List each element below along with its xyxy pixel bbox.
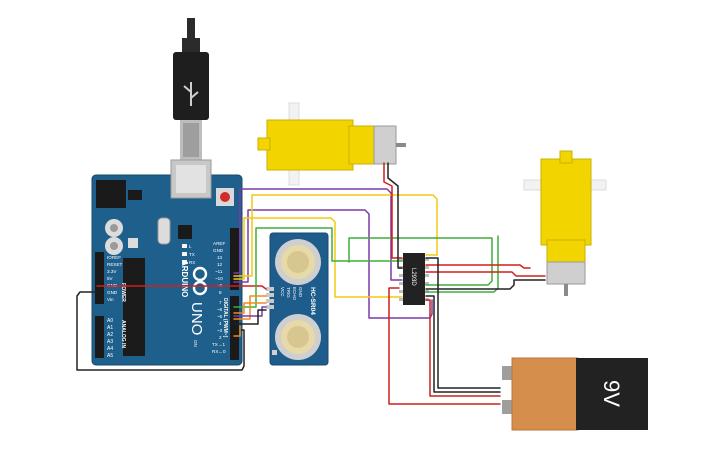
wire-orange-3[interactable] [233,325,241,337]
wire-motor2-black[interactable] [425,279,546,290]
arduino-logo-text: ARDUINO [180,260,189,297]
pin-label-12: 12 [217,262,223,267]
wire-motor1-black[interactable] [387,162,403,269]
pin-label-3v3: 3.3V [107,269,117,274]
wire-orange-1[interactable] [233,302,267,314]
pin-label-13: 13 [217,255,223,260]
wire-purple-sensor[interactable] [233,306,267,317]
wire-battery-red-2[interactable] [425,299,501,397]
reset-button[interactable] [220,192,230,202]
led-label-tx: TX [189,252,195,257]
wire-purple[interactable] [233,188,403,281]
wire-motor1-red[interactable] [383,162,403,259]
wire-5v[interactable] [96,285,267,290]
pin-label-a5: A5 [107,353,113,359]
pin-label-reset: RESET [107,262,123,267]
ultrasonic-sensor[interactable]: VCC TRIG ECHO GND HC-SR04 [266,232,329,366]
wire-gnd-loop[interactable] [76,291,245,371]
pin-label-2: 2 [219,335,222,340]
pin-label-8: 8 [219,290,222,295]
led-label-l: L [189,244,192,249]
digital-header-bottom[interactable] [230,296,239,360]
pin-label-3: ~3 [217,328,223,333]
pin-label-rx: RX←0 [212,349,226,354]
analog-header[interactable] [95,316,104,358]
wire-battery-black-1[interactable] [425,257,501,389]
on-label: ON [193,340,198,347]
wire-gnd-sensor[interactable] [233,309,267,325]
battery-label: 9V [599,380,624,407]
pin-label-a1: A1 [107,325,113,331]
sensor-transducer-2 [275,314,321,360]
pin-label-gnd3: GND [213,248,224,253]
pin-label-a3: A3 [107,339,113,345]
arduino-logo-icon [192,266,208,296]
pin-label-aref: AREF [213,241,225,246]
sensor-pin-vcc: VCC [280,287,285,297]
wire-yellow-2[interactable] [233,217,403,298]
dc-motor-1[interactable] [257,102,406,186]
pin-label-a2: A2 [107,332,113,338]
sensor-transducer-1 [275,239,321,285]
wire-purple-2[interactable] [233,209,433,319]
pin-label-vin: Vin [107,297,114,302]
wire-green-3[interactable] [348,237,361,263]
wire-motor2-red[interactable] [425,271,546,277]
wires [76,162,546,405]
wire-green-4[interactable] [425,235,499,293]
pin-label-4: 4 [219,321,222,326]
analog-header-label: ANALOG IN [120,320,126,348]
pin-label-ioref: IOREF [107,255,121,260]
pin-label-5: ~5 [217,314,223,319]
wire-yellow-1[interactable] [233,194,438,277]
digital-header-label: DIGITAL (PWM~) [222,298,228,338]
usb-icon [183,82,199,106]
pin-label-6: ~6 [217,307,223,312]
pin-label-10: ~10 [215,276,223,281]
pin-label-a4: A4 [107,346,113,352]
battery-9v[interactable]: 9V [502,357,648,431]
pin-label-11: ~11 [215,269,223,274]
pin-label-7: 7 [219,300,222,305]
driver-chip-label: L293D [410,268,416,286]
dc-motor-2[interactable] [523,150,607,296]
arduino-model-text: UNO [188,302,205,335]
wire-green-1[interactable] [233,227,403,308]
digital-header-top[interactable] [230,228,239,290]
pin-label-a0: A0 [107,318,113,324]
usb-cable [173,18,209,160]
wire-orange-2[interactable] [233,295,267,320]
sensor-pin-trig: TRIG [286,287,291,298]
sensor-pin-echo: ECHO [292,287,297,301]
power-header-label: POWER [120,283,126,302]
motor-driver-chip[interactable]: L293D [399,253,429,305]
power-header[interactable] [95,252,104,304]
pin-label-gnd2: GND [107,290,118,295]
wire-battery-red[interactable] [388,287,501,405]
led-label-rx: RX [189,260,195,265]
pin-label-5v: 5V [107,276,114,281]
pin-label-tx: TX→1 [212,342,225,347]
sensor-pin-gnd: GND [298,287,303,298]
arduino-board[interactable]: IOREF RESET 3.3V 5V GND GND Vin POWER A0… [91,159,243,366]
wire-battery-black-2[interactable] [425,295,501,393]
wire-driver-red-2[interactable] [425,264,531,269]
sensor-name: HC-SR04 [309,287,316,315]
wire-green-2[interactable] [359,237,493,286]
